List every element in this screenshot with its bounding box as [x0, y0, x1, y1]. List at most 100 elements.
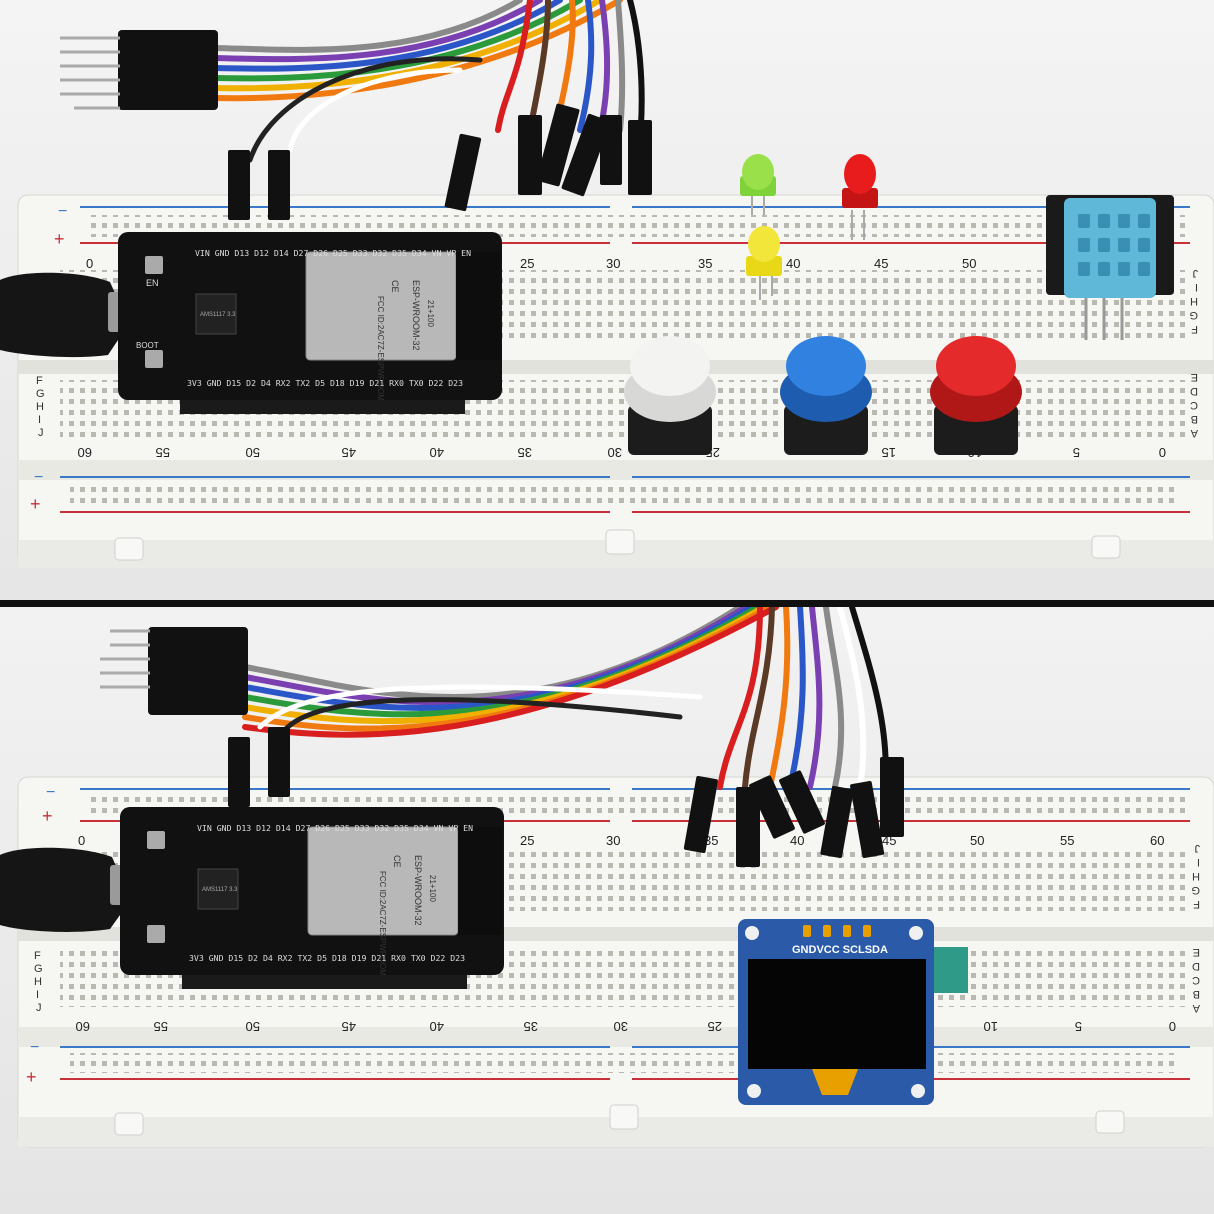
row-letter: J — [38, 427, 44, 439]
row-letter: G — [1191, 884, 1200, 896]
row-letter: D — [1192, 960, 1200, 972]
row-letter: C — [1192, 974, 1200, 986]
row-letters-left-2: F G H I J — [34, 950, 43, 1014]
col-num: 45 — [874, 256, 888, 271]
en-button-2[interactable] — [147, 831, 165, 849]
en-button[interactable] — [145, 256, 163, 274]
regulator-label: AMS1117 3.3 — [200, 312, 236, 318]
button-white[interactable] — [624, 336, 716, 455]
jumper-connectors-board — [228, 103, 652, 220]
row-letter: H — [1190, 295, 1198, 307]
power-rail-bottom: − + — [30, 469, 1190, 514]
bottom-pin-labels: 3V3 GND D15 D2 D4 RX2 TX2 D5 D18 D19 D21… — [187, 378, 463, 388]
row-letter: G — [1189, 309, 1198, 321]
col-num: 55 — [156, 445, 170, 460]
rail-minus-label-2b: − — [30, 1039, 39, 1056]
row-letter: A — [1192, 1002, 1200, 1014]
rail-minus-label: − — [58, 203, 67, 220]
ic-label: 21+100 — [428, 875, 437, 902]
row-letter: E — [1193, 946, 1200, 958]
led-green — [740, 154, 776, 215]
oled-display: GNDVCC SCLSDA — [738, 919, 968, 1105]
col-num: 0 — [86, 256, 93, 271]
top-scene: − + − + 0 25 30 35 40 45 50 60 55 50 45 … — [0, 0, 1214, 568]
jumper-ribbon — [212, 0, 645, 163]
col-num: 45 — [342, 1019, 356, 1034]
boot-button-2[interactable] — [147, 925, 165, 943]
col-num: 35 — [524, 1019, 538, 1034]
row-letter: F — [36, 375, 43, 387]
button-blue[interactable] — [780, 336, 872, 455]
rail-plus-label-2: + — [42, 806, 53, 826]
col-num: 40 — [790, 833, 804, 848]
row-letters-left: F G H I J — [36, 375, 45, 439]
row-letter: H — [36, 401, 44, 413]
regulator-label: AMS1117 3.3 — [202, 887, 238, 893]
bottom-pin-labels: 3V3 GND D15 D2 D4 RX2 TX2 D5 D18 D19 D21… — [189, 953, 465, 963]
jumper-connectors-left-2 — [100, 627, 248, 715]
module-label: ESP-WROOM-32 — [413, 855, 423, 926]
module-label: ESP-WROOM-32 — [411, 280, 421, 351]
row-letter: J — [36, 1002, 42, 1014]
row-letter: I — [36, 989, 39, 1001]
row-letter: B — [1191, 413, 1198, 425]
top-pin-labels: VIN GND D13 D12 D14 D27 D26 D25 D33 D32 … — [197, 823, 473, 833]
col-num: 60 — [1150, 833, 1164, 848]
top-pin-labels: VIN GND D13 D12 D14 D27 D26 D25 D33 D32 … — [195, 248, 471, 258]
en-label: EN — [146, 278, 159, 288]
row-letter: I — [1197, 856, 1200, 868]
col-num: 60 — [76, 1019, 90, 1034]
row-letter: E — [1191, 371, 1198, 383]
row-letter: C — [1190, 399, 1198, 411]
rail-minus-label-bottom: − — [34, 469, 43, 486]
led-yellow — [746, 226, 782, 300]
col-num: 50 — [970, 833, 984, 848]
oled-pin-labels: GNDVCC SCLSDA — [792, 944, 888, 956]
row-letter: J — [1195, 842, 1201, 854]
col-num: 50 — [246, 445, 260, 460]
column-numbers-top: 0 25 30 35 40 45 50 — [86, 256, 976, 271]
jumper-connectors-left — [60, 30, 218, 110]
col-num: 35 — [518, 445, 532, 460]
row-letters-right-2: J I H G F E D C B A — [1191, 842, 1200, 1014]
ce-label: CE — [392, 855, 402, 868]
col-num: 55 — [154, 1019, 168, 1034]
row-letter: I — [1195, 281, 1198, 293]
col-num: 0 — [1169, 1019, 1176, 1034]
ic-label: 21+100 — [426, 300, 435, 327]
col-num: 50 — [962, 256, 976, 271]
col-num: 35 — [698, 256, 712, 271]
rail-holes-bottom — [70, 485, 1180, 507]
bottom-scene: − + − + 0 25 30 35 40 45 50 55 60 60 55 … — [0, 607, 1214, 1148]
col-num: 25 — [520, 833, 534, 848]
usb-cable — [0, 272, 130, 358]
row-letter: H — [1192, 870, 1200, 882]
usb-cable-2 — [0, 847, 132, 932]
col-num: 30 — [606, 256, 620, 271]
row-letter: H — [34, 976, 42, 988]
header-pins — [182, 975, 467, 989]
dht11-sensor — [1046, 195, 1174, 340]
fcc-label: FCC ID:2AC7Z-ESPWROOM32 — [378, 871, 387, 985]
led-red — [842, 154, 878, 240]
col-num: 0 — [1159, 445, 1166, 460]
col-num: 30 — [606, 833, 620, 848]
boot-button[interactable] — [145, 350, 163, 368]
row-letter: G — [34, 963, 43, 975]
col-num: 30 — [614, 1019, 628, 1034]
top-photo-panel: − + − + 0 25 30 35 40 45 50 60 55 50 45 … — [0, 0, 1214, 600]
rail-minus-label-2: − — [46, 784, 55, 801]
header-pins — [180, 400, 465, 414]
col-num: 60 — [78, 445, 92, 460]
panel-divider — [0, 600, 1214, 607]
rail-plus-label-2b: + — [26, 1067, 37, 1087]
rail-plus-label: + — [54, 229, 65, 249]
col-num: 25 — [520, 256, 534, 271]
col-num: 15 — [882, 445, 896, 460]
col-num: 40 — [430, 445, 444, 460]
col-num: 40 — [430, 1019, 444, 1034]
row-letter: J — [1193, 267, 1199, 279]
button-red[interactable] — [930, 336, 1022, 455]
row-letter: A — [1190, 427, 1198, 439]
row-letters-right: J I H G F E D C B A — [1189, 267, 1198, 439]
